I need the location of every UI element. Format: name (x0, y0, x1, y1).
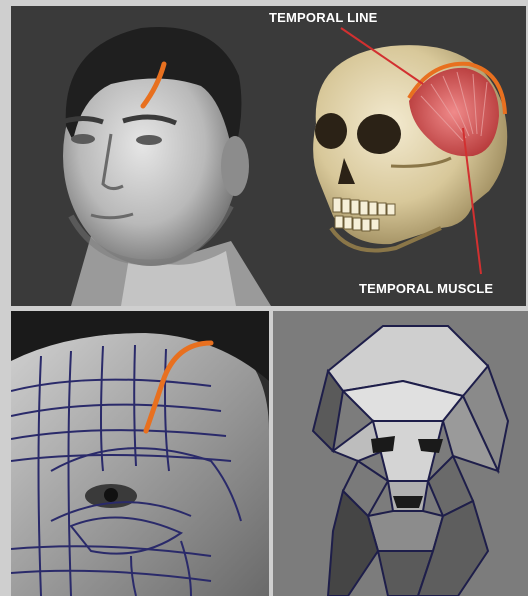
temporal-muscle-label: TEMPORAL MUSCLE (359, 281, 493, 296)
temporal-line-label: TEMPORAL LINE (269, 10, 378, 25)
bottom-right-planar-head (273, 311, 528, 596)
top-panel-photo-and-skull: TEMPORAL LINE TEMPORAL MUSCLE (11, 6, 526, 306)
top-illustration (11, 6, 526, 306)
man-portrait (56, 27, 271, 306)
wireframe-face-illustration (11, 311, 269, 596)
bottom-left-wireframe-closeup (11, 311, 269, 596)
planar-head-illustration (273, 311, 528, 596)
